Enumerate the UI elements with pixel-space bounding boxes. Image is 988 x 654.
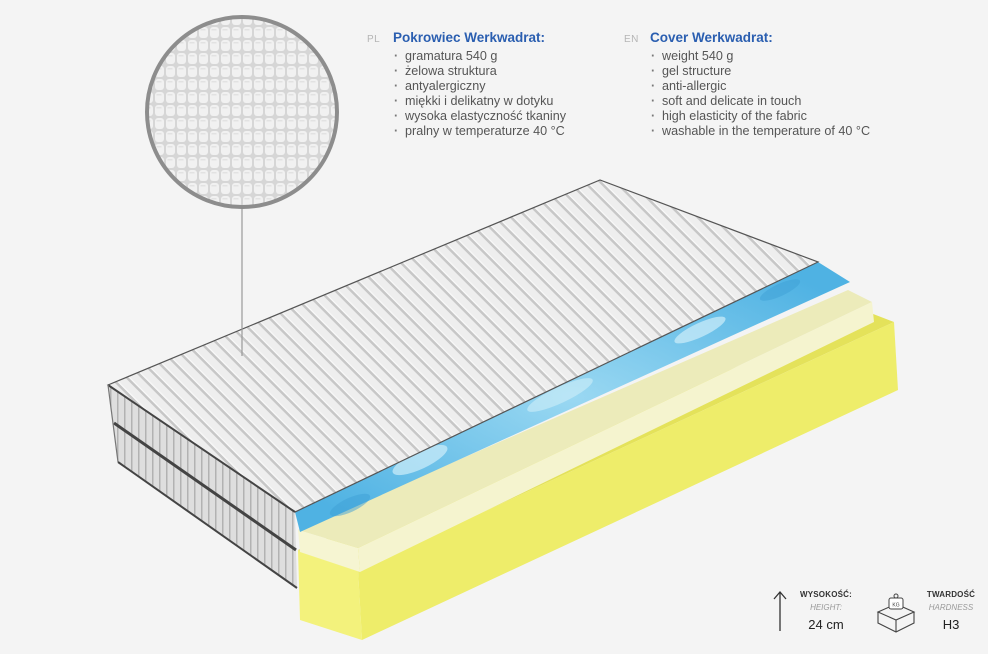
list-item: high elasticity of the fabric [650,109,870,124]
list-item: antyalergiczny [393,79,566,94]
gel-foam-layer [295,262,850,532]
spec-en-block: EN Cover Werkwadrat: weight 540 g gel st… [624,30,870,139]
hardness-label-pl: TWARDOŚĆ [926,590,976,599]
height-label-en: HEIGHT: [810,603,842,612]
list-item: miękki i delikatny w dotyku [393,94,566,109]
list-item: washable in the temperature of 40 °C [650,124,870,139]
list-item: anti-allergic [650,79,870,94]
height-value: 24 cm [808,617,844,632]
mattress-cover [106,179,820,589]
list-item: soft and delicate in touch [650,94,870,109]
spec-pl-title: Pokrowiec Werkwadrat: [393,30,546,45]
height-badge: WYSOKOŚĆ: HEIGHT: 24 cm [797,590,855,632]
hardness-badge: TWARDOŚĆ HARDNESS H3 [920,590,982,632]
list-item: pralny w temperaturze 40 °C [393,124,566,139]
lang-tag-pl: PL [367,34,381,45]
spec-pl-block: PL Pokrowiec Werkwadrat: gramatura 540 g… [367,30,566,139]
spec-en-list: weight 540 g gel structure anti-allergic… [624,49,870,139]
up-arrow-icon [773,591,787,631]
latex-layer [298,290,874,572]
list-item: żelowa struktura [393,64,566,79]
height-label-pl: WYSOKOŚĆ: [799,590,853,599]
hardness-value: H3 [942,617,960,632]
weight-box-icon: KG [876,593,916,633]
weight-box-icon-text: KG [892,603,899,609]
list-item: gramatura 540 g [393,49,566,64]
list-item: wysoka elastyczność tkaniny [393,109,566,124]
fabric-zoom-circle [145,15,339,209]
spec-en-title: Cover Werkwadrat: [650,30,773,45]
hardness-label-en: HARDNESS [928,603,974,612]
list-item: weight 540 g [650,49,870,64]
lang-tag-en: EN [624,34,639,45]
list-item: gel structure [650,64,870,79]
spec-pl-list: gramatura 540 g żelowa struktura antyale… [367,49,566,139]
